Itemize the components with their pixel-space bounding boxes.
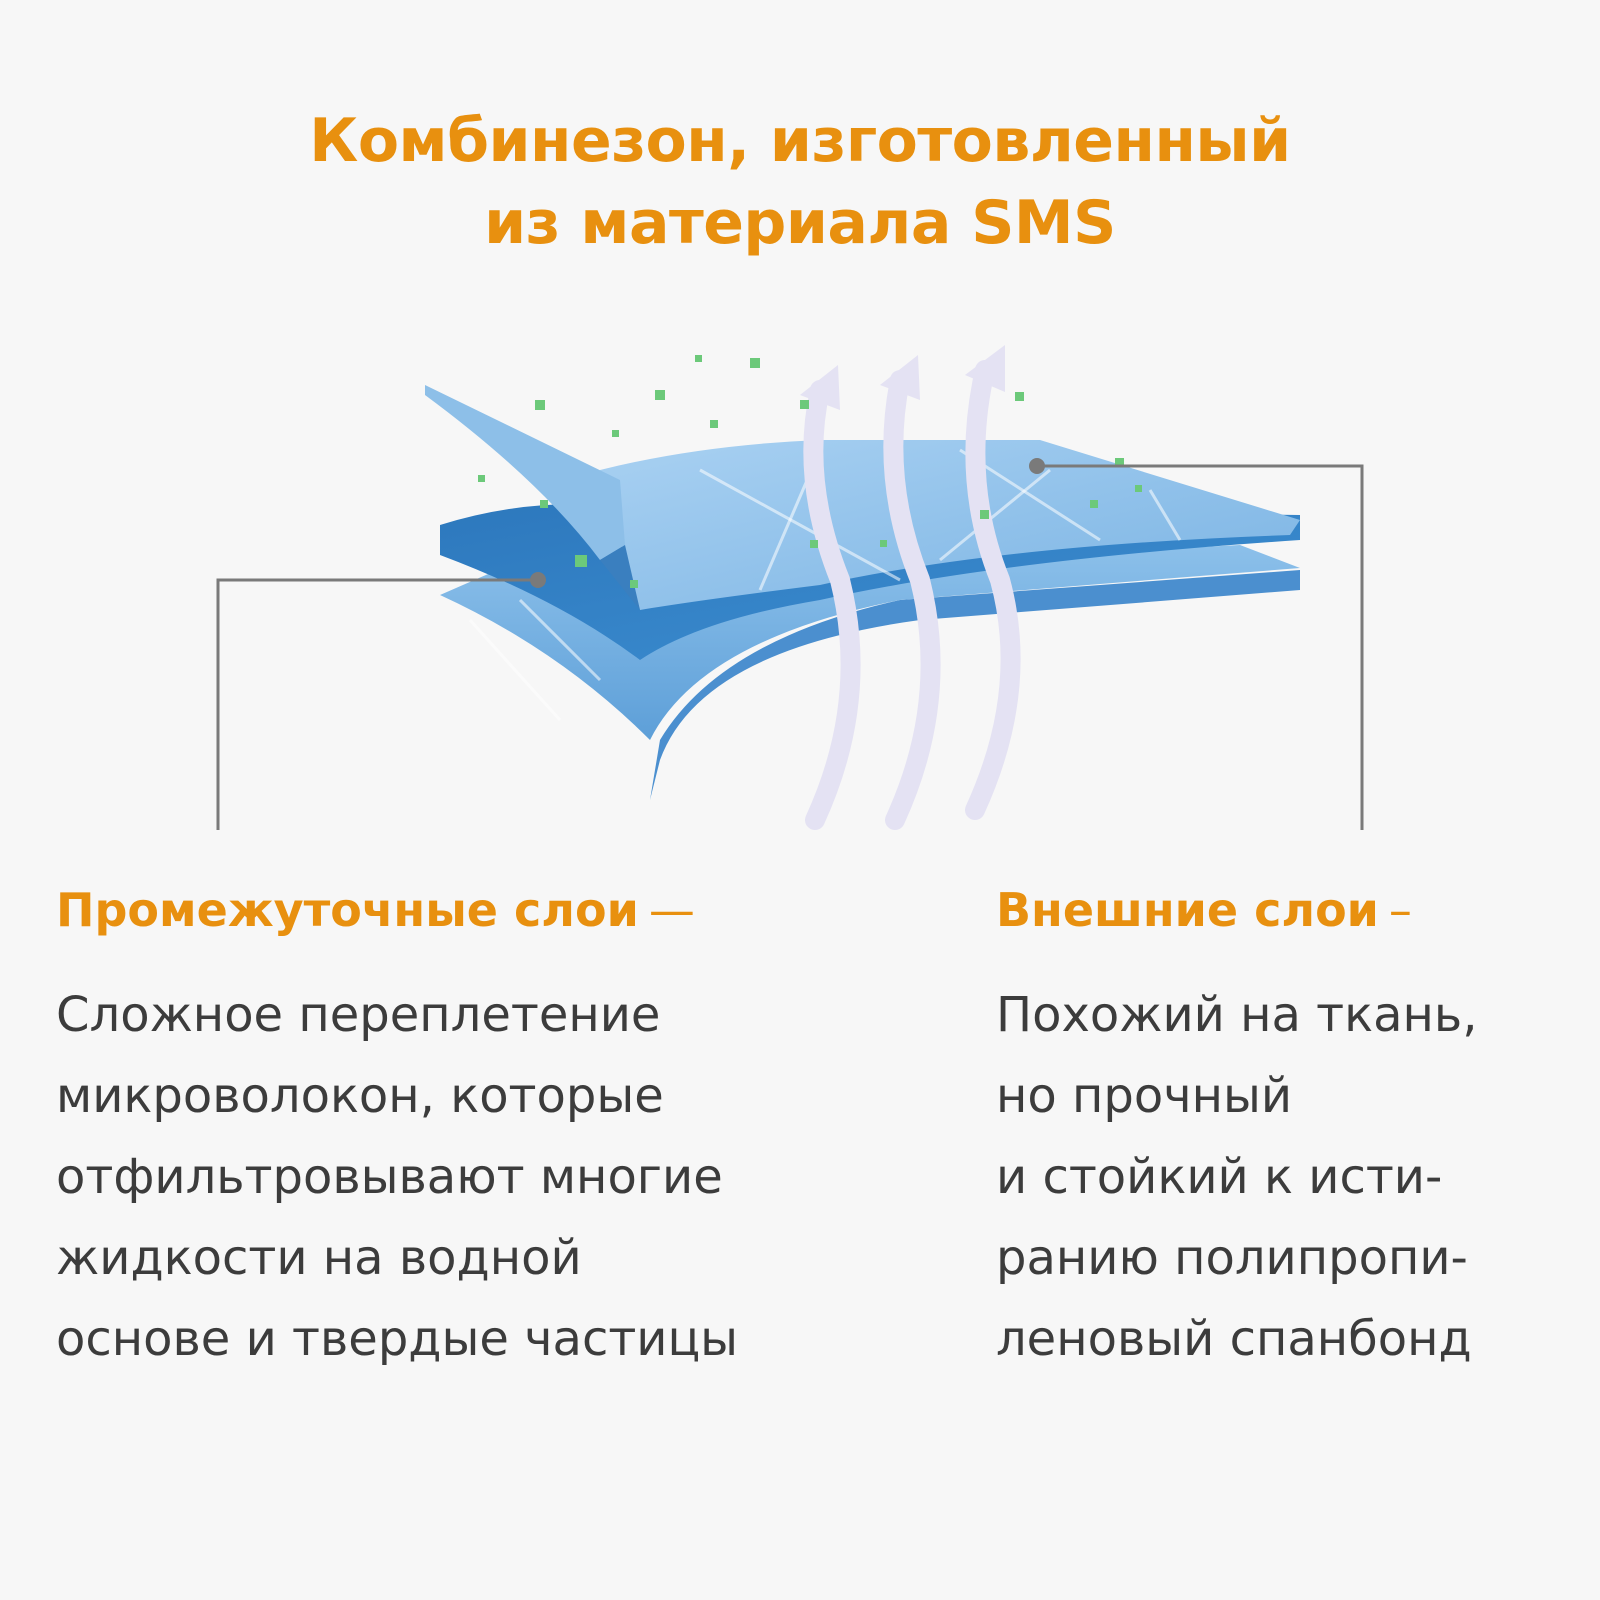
middle-line-2: микроволокон, которые xyxy=(56,1068,664,1124)
callout-outer-layer xyxy=(1029,458,1364,830)
airflow-arrows xyxy=(803,360,1021,830)
filtered-particles xyxy=(478,355,1142,588)
outer-line-1: Похожий на ткань, xyxy=(996,987,1478,1043)
outer-line-3: и стойкий к исти- xyxy=(996,1149,1443,1205)
sms-fabric-illustration xyxy=(216,345,1364,830)
outer-layers-heading-text: Внешние слои xyxy=(996,883,1379,937)
callout-middle-layer xyxy=(216,572,546,830)
outer-layers-description: Похожий на ткань, но прочный и стойкий к… xyxy=(996,975,1477,1380)
middle-line-5: основе и твердые частицы xyxy=(56,1311,739,1367)
page-title: Комбинезон, изготовленный из материала S… xyxy=(0,100,1600,264)
middle-line-1: Сложное переплетение xyxy=(56,987,661,1043)
middle-layers-heading: Промежуточные слои— xyxy=(56,880,695,940)
middle-line-3: отфильтровывают многие xyxy=(56,1149,723,1205)
outer-layers-heading: Внешние слои– xyxy=(996,880,1412,940)
title-line-2: из материала SMS xyxy=(484,188,1116,258)
arrow-heads xyxy=(800,345,1005,410)
outer-line-2: но прочный xyxy=(996,1068,1293,1124)
outer-line-5: леновый спанбонд xyxy=(996,1311,1472,1367)
middle-layers-description: Сложное переплетение микроволокон, котор… xyxy=(56,975,738,1380)
outer-layer xyxy=(425,385,1300,722)
middle-layers-heading-text: Промежуточные слои xyxy=(56,883,639,937)
middle-line-4: жидкости на водной xyxy=(56,1230,582,1286)
middle-layers-dash: — xyxy=(648,883,695,937)
outer-line-4: ранию полипропи- xyxy=(996,1230,1468,1286)
outer-layers-dash: – xyxy=(1388,883,1412,937)
title-line-1: Комбинезон, изготовленный xyxy=(309,106,1291,176)
